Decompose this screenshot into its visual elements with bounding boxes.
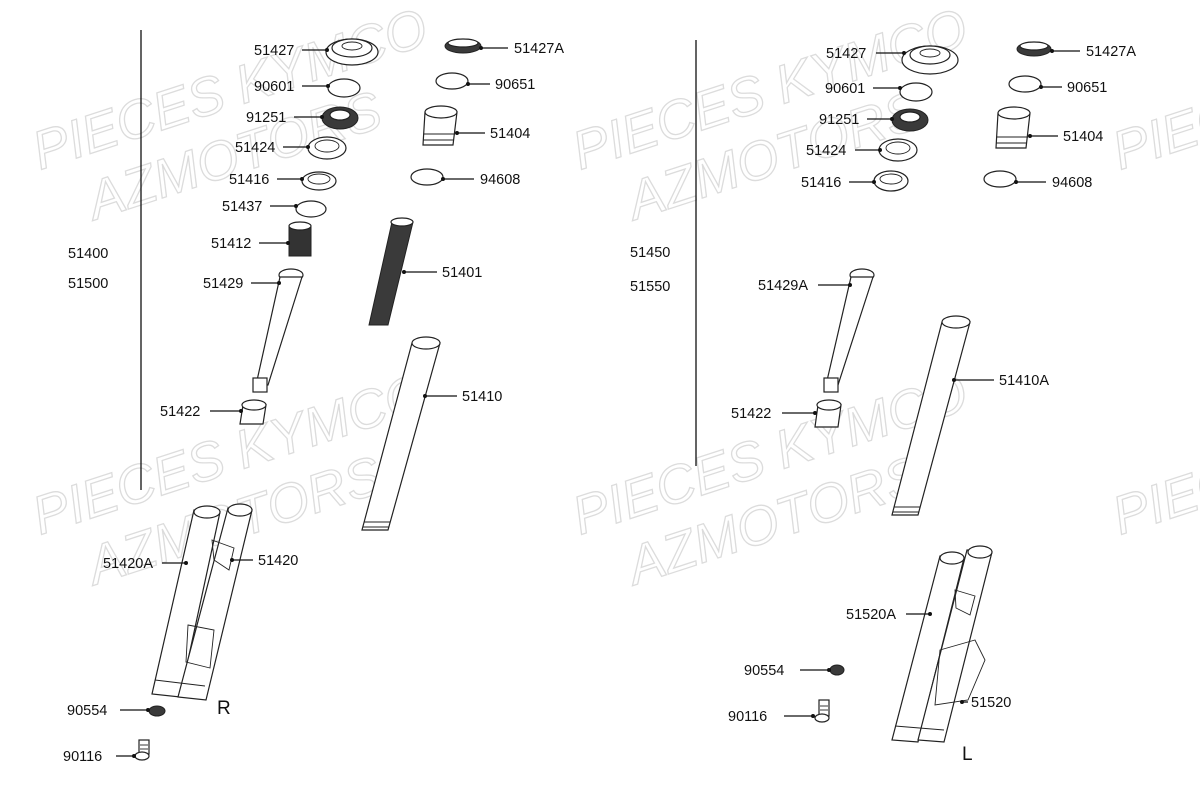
part-label[interactable]: 51404	[490, 126, 530, 142]
part-label[interactable]: 51429	[203, 276, 243, 292]
part-91251-bearing	[321, 106, 359, 130]
part-90651-oring	[1008, 75, 1042, 93]
part-51401-long-spring	[368, 217, 414, 326]
assembly-label[interactable]: 51450	[630, 245, 670, 261]
part-label[interactable]: 90116	[728, 709, 767, 725]
part-label[interactable]: 51404	[1063, 129, 1103, 145]
part-label[interactable]: 51422	[160, 404, 200, 420]
part-90601-washer	[899, 82, 933, 102]
part-51429-damper-rod	[252, 268, 304, 393]
assembly-label[interactable]: 51550	[630, 279, 670, 295]
part-94608-ring	[983, 170, 1017, 188]
side-label: R	[217, 698, 231, 719]
part-label[interactable]: 51410A	[999, 373, 1049, 389]
part-label[interactable]: 90116	[63, 749, 102, 765]
side-label: L	[962, 744, 973, 765]
part-label[interactable]: 51420	[258, 553, 298, 569]
part-51427-cap	[325, 38, 379, 66]
part-label[interactable]: 90601	[254, 79, 294, 95]
part-label[interactable]: 51420A	[103, 556, 153, 572]
part-label[interactable]: 51424	[806, 143, 846, 159]
part-label[interactable]: 51520	[971, 695, 1011, 711]
part-label[interactable]: 51437	[222, 199, 262, 215]
part-label[interactable]: 51429A	[758, 278, 808, 294]
part-label[interactable]: 90601	[825, 81, 865, 97]
part-91251-bearing	[891, 108, 929, 132]
part-90554-washer	[829, 664, 845, 676]
part-51429A-damper-rod	[823, 268, 875, 393]
part-51427-cap	[901, 45, 959, 75]
part-label[interactable]: 51427A	[1086, 44, 1136, 60]
part-51427A-cap	[444, 38, 482, 54]
part-51420-fork-legs	[151, 503, 253, 701]
part-label[interactable]: 94608	[480, 172, 520, 188]
part-label[interactable]: 51416	[229, 172, 269, 188]
part-label[interactable]: 90554	[744, 663, 784, 679]
part-label[interactable]: 51424	[235, 140, 275, 156]
part-label[interactable]: 51401	[442, 265, 482, 281]
part-label[interactable]: 51422	[731, 406, 771, 422]
part-label[interactable]: 51427	[254, 43, 294, 59]
part-90116-bolt	[134, 739, 150, 761]
part-51410-inner-tube	[361, 336, 441, 531]
part-51410A-inner-tube	[891, 315, 971, 516]
part-label[interactable]: 91251	[819, 112, 859, 128]
part-90601-washer	[327, 78, 361, 98]
part-label[interactable]: 94608	[1052, 175, 1092, 191]
watermark-line1: PIECES KYMCO	[1105, 0, 1200, 181]
part-51422-lock-piece	[239, 399, 267, 425]
part-51427A-cap	[1016, 41, 1052, 57]
right-fork-group: 51400 51500	[63, 30, 564, 765]
part-51416-dust-seal	[301, 171, 337, 191]
part-label[interactable]: 51416	[801, 175, 841, 191]
part-51520-fork-legs	[891, 545, 993, 743]
part-90116-bolt	[814, 699, 830, 723]
part-51412-short-spring	[288, 221, 312, 257]
part-label[interactable]: 90554	[67, 703, 107, 719]
part-label[interactable]: 51412	[211, 236, 251, 252]
part-label[interactable]: 91251	[246, 110, 286, 126]
part-51424-seal	[307, 136, 347, 160]
part-label[interactable]: 90651	[1067, 80, 1107, 96]
part-label[interactable]: 51410	[462, 389, 502, 405]
part-94608-ring	[410, 168, 444, 186]
part-label[interactable]: 90651	[495, 77, 535, 93]
watermark-line1: PIECES KYMCO	[1105, 362, 1200, 546]
part-51404-bushing	[995, 106, 1031, 149]
part-51422-lock-piece	[814, 399, 842, 428]
assembly-label[interactable]: 51500	[68, 276, 108, 292]
part-51437-ring	[295, 200, 327, 218]
part-51416-dust-seal	[873, 170, 909, 192]
part-label[interactable]: 51427	[826, 46, 866, 62]
part-label[interactable]: 51427A	[514, 41, 564, 57]
part-90651-oring	[435, 72, 469, 90]
part-51404-bushing	[422, 105, 458, 146]
assembly-label[interactable]: 51400	[68, 246, 108, 262]
part-90554-washer	[148, 705, 166, 717]
part-51424-seal	[878, 138, 918, 162]
left-fork-group: 51450 51550	[630, 40, 1136, 765]
part-label[interactable]: 51520A	[846, 607, 896, 623]
